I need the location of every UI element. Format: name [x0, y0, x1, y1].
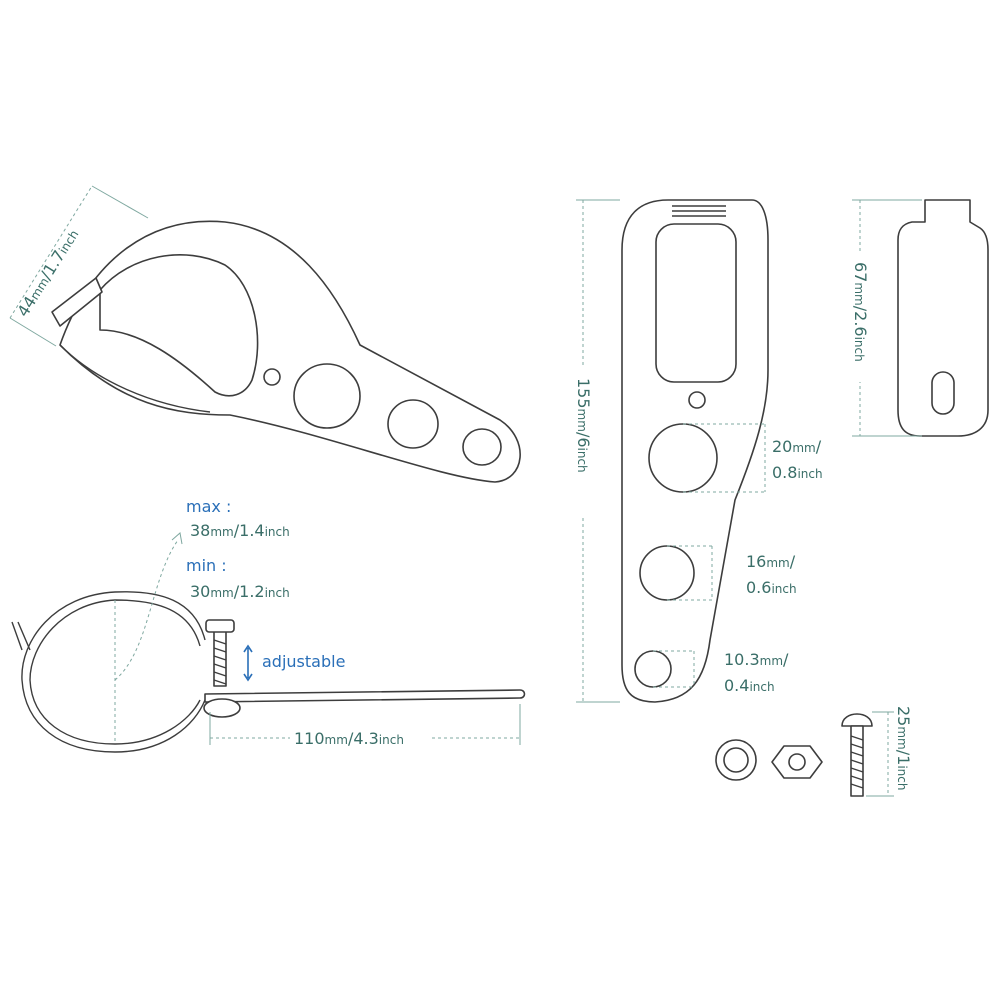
clamp-band-inner — [29, 599, 201, 745]
screw-thread — [850, 735, 864, 789]
hole-20-dim — [683, 423, 766, 493]
plate-hole-16mm — [639, 545, 695, 601]
tab-length-label: 67mm/2.6inch — [851, 262, 870, 362]
plate-hole-20mm — [648, 423, 718, 493]
tab-outline — [897, 199, 989, 437]
min-label: min : — [186, 556, 227, 575]
hex-nut — [771, 745, 823, 779]
max-label: max : — [186, 497, 231, 516]
plate-length-label: 155mm/6inch — [574, 378, 593, 473]
length-label-backdrop — [290, 726, 430, 746]
tab-view — [897, 199, 989, 437]
bracket-ring-inner — [99, 254, 259, 397]
clamp-length-label: 110mm/4.3inch — [294, 729, 404, 748]
bracket-hole-medium — [387, 399, 439, 449]
washer — [715, 739, 757, 781]
plate-slot — [655, 223, 737, 383]
clamp-side-view — [11, 591, 526, 753]
clamp-range-leader — [114, 539, 179, 681]
washer-inner — [723, 747, 749, 773]
bracket-hole-small — [462, 428, 502, 466]
hole-10-dim — [653, 650, 695, 688]
screw-length-label: 25mm/1inch — [894, 706, 913, 790]
adjustable-label: adjustable — [262, 652, 345, 671]
hole-20-label-inch: 0.8inch — [772, 463, 823, 482]
hex-nut-hole — [788, 753, 806, 771]
plate-top-grip — [672, 205, 726, 217]
clamp-band-outer — [21, 591, 206, 753]
plate-length-backdrop — [572, 368, 594, 518]
clamp-strap — [204, 689, 526, 703]
hole-16-dim — [667, 545, 713, 601]
bracket-small-hole — [263, 368, 281, 386]
hole-16-label-inch: 0.6inch — [746, 578, 797, 597]
tab-slot — [931, 371, 955, 415]
hole-16-label-mm: 16mm/ — [746, 552, 796, 571]
plate-hole-10mm — [634, 650, 672, 688]
bracket-hole-large — [293, 363, 361, 429]
bracket-arm — [59, 220, 521, 483]
adjust-arrow-icon — [243, 644, 253, 682]
bracket-mount-tab — [51, 277, 103, 327]
screw — [841, 713, 873, 797]
plate-front-view — [621, 199, 769, 703]
hole-10-label-mm: 10.3mm/ — [724, 650, 789, 669]
hole-10-label-inch: 0.4inch — [724, 676, 775, 695]
min-value: 30mm/1.2inch — [190, 582, 290, 601]
max-value: 38mm/1.4inch — [190, 521, 290, 540]
plate-small-hole — [688, 391, 706, 409]
bracket-ring-edge — [59, 344, 211, 413]
tab-length-backdrop — [849, 252, 871, 382]
clamp-screw-thread — [213, 639, 227, 685]
width-extension-top — [91, 185, 149, 219]
bracket-3d-view — [51, 220, 521, 483]
hole-20-label-mm: 20mm/ — [772, 437, 822, 456]
width-dimension-line — [9, 185, 93, 319]
clamp-screw-head — [205, 619, 235, 633]
clamp-range-arrowhead — [171, 532, 183, 545]
width-extension-bottom — [9, 317, 57, 347]
clamp-band-end — [11, 621, 31, 651]
screw-head — [841, 713, 873, 727]
clamp-nut — [203, 698, 241, 718]
